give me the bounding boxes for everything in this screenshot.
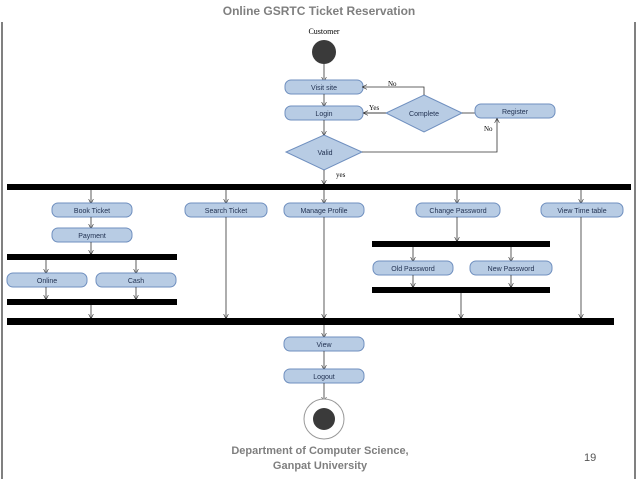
cash-label: Cash bbox=[128, 278, 144, 285]
guard-no-top: No bbox=[388, 80, 397, 88]
actor-label: Customer bbox=[308, 27, 339, 36]
payment-node bbox=[51, 227, 133, 243]
complete-decision bbox=[384, 94, 464, 133]
old-password-label: Old Password bbox=[391, 266, 435, 273]
guard-yes-left: Yes bbox=[369, 104, 379, 112]
view-timetable-node bbox=[540, 202, 624, 218]
footer-line1: Department of Computer Science, bbox=[231, 445, 409, 457]
valid-label: Valid bbox=[317, 150, 332, 157]
join-bar-main bbox=[7, 318, 614, 325]
complete-label: Complete bbox=[409, 111, 439, 118]
join-bar-payment bbox=[7, 299, 177, 305]
change-password-label: Change Password bbox=[429, 208, 486, 215]
payment-label: Payment bbox=[78, 233, 106, 240]
page-number: 19 bbox=[584, 452, 597, 464]
logout-label: Logout bbox=[313, 374, 334, 381]
guard-yes-valid: yes bbox=[336, 171, 346, 179]
fork-bar-password bbox=[372, 241, 550, 247]
guard-no-register: No bbox=[484, 125, 493, 133]
footer-line2: Ganpat University bbox=[272, 460, 368, 472]
book-ticket-label: Book Ticket bbox=[74, 208, 110, 215]
final-node-inner bbox=[313, 408, 335, 430]
fork-bar-main bbox=[7, 184, 631, 190]
view-label: View bbox=[316, 342, 332, 349]
manage-profile-label: Manage Profile bbox=[300, 208, 347, 215]
initial-node bbox=[312, 40, 336, 64]
join-bar-password bbox=[372, 287, 550, 293]
footer-department: Department of Computer Science, Ganpat U… bbox=[225, 444, 415, 474]
slide-title: Online GSRTC Ticket Reservation bbox=[222, 4, 416, 18]
online-label: Online bbox=[37, 278, 57, 285]
view-timetable-label: View Time table bbox=[557, 208, 606, 215]
change-password-node bbox=[415, 202, 501, 218]
visit-site-label: Visit site bbox=[311, 85, 337, 92]
search-ticket-label: Search Ticket bbox=[205, 208, 247, 215]
fork-bar-payment bbox=[7, 254, 177, 260]
login-label: Login bbox=[315, 111, 332, 118]
book-ticket-node bbox=[51, 202, 133, 218]
register-label: Register bbox=[502, 109, 529, 116]
online-node bbox=[6, 272, 88, 288]
register-node bbox=[474, 103, 556, 119]
new-password-label: New Password bbox=[488, 266, 535, 273]
